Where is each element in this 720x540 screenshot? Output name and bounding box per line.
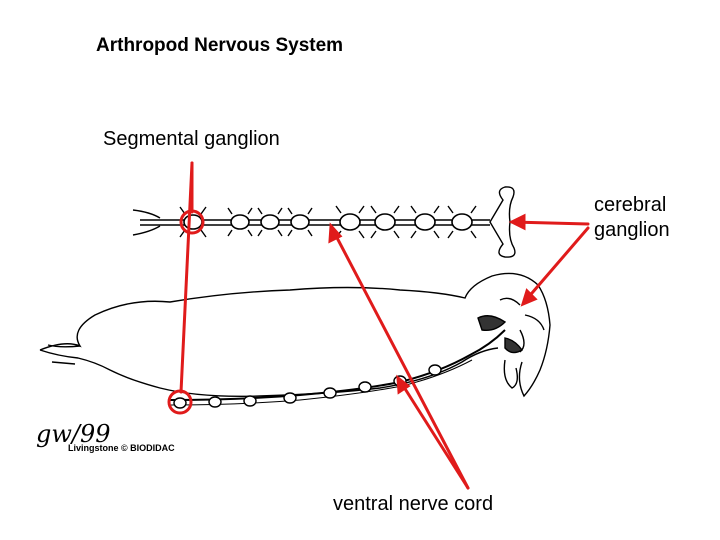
pointer-lines (167, 161, 590, 490)
credit-source: Livingstone © BIODIDAC (68, 443, 175, 453)
diagram-title: Arthropod Nervous System (96, 35, 344, 56)
ventral-pointer-top (332, 230, 470, 490)
ventral-nerve-cord-label: ventral nerve cord (333, 493, 494, 515)
cerebral-ganglion-label: cerebral ganglion (594, 194, 670, 241)
segmental-ganglion-highlight-bottom (167, 389, 193, 415)
segmental-pointer-bottom (179, 161, 194, 394)
segmental-ganglion-label: Segmental ganglion (103, 128, 280, 150)
cerebral-pointer-bottom (524, 226, 590, 302)
ventral-pointer-bottom (400, 382, 470, 490)
animal-outline (39, 272, 551, 409)
segmental-ganglion-highlight-top (179, 209, 205, 235)
signature: gw/99 (36, 420, 111, 448)
